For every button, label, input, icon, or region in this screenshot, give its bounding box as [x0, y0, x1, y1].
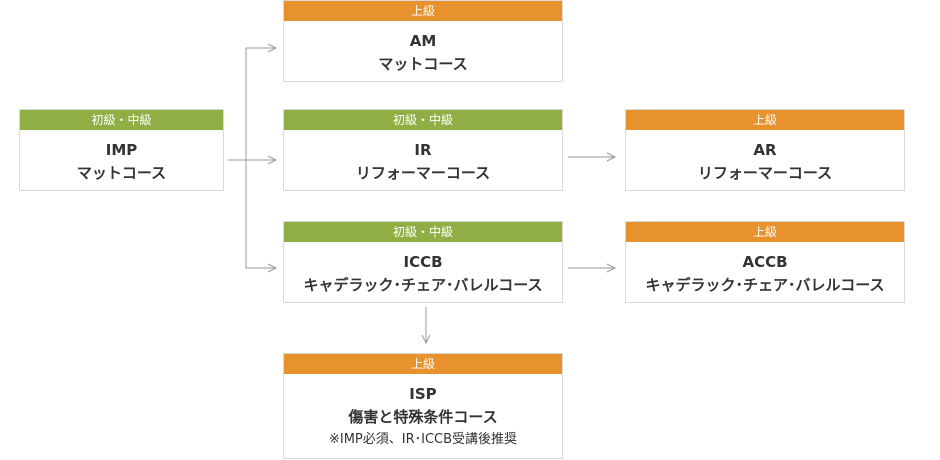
course-card-iccb: 初級・中級 ICCB キャデラック･チェア･バレルコース	[283, 221, 563, 303]
course-note: ※IMP必須、IR･ICCB受講後推奨	[328, 432, 518, 447]
course-card-ar: 上級 AR リフォーマーコース	[625, 109, 905, 191]
arrowhead-ir	[267, 155, 278, 165]
course-code: ICCB	[403, 253, 443, 271]
level-badge: 上級	[284, 1, 562, 21]
course-name: マットコース	[76, 164, 167, 182]
level-badge: 上級	[626, 110, 904, 130]
course-code: AR	[753, 141, 777, 159]
course-name: キャデラック･チェア･バレルコース	[303, 276, 543, 294]
course-name: リフォーマーコース	[355, 164, 491, 182]
level-badge: 初級・中級	[284, 110, 562, 130]
arrowhead-accb	[606, 263, 617, 273]
course-name: 傷害と特殊条件コース	[348, 408, 498, 426]
level-badge: 初級・中級	[20, 110, 223, 130]
course-code: AM	[409, 32, 437, 50]
level-badge: 初級・中級	[284, 222, 562, 242]
arrowhead-iccb	[267, 263, 278, 273]
course-code: IR	[414, 141, 432, 159]
course-card-am: 上級 AM マットコース	[283, 0, 563, 82]
course-card-isp: 上級 ISP 傷害と特殊条件コース ※IMP必須、IR･ICCB受講後推奨	[283, 353, 563, 459]
arrowhead-isp	[421, 334, 431, 345]
course-name: マットコース	[378, 55, 468, 73]
course-card-imp: 初級・中級 IMP マットコース	[19, 109, 224, 191]
course-name: リフォーマーコース	[697, 164, 833, 182]
level-badge: 上級	[284, 354, 562, 374]
arrowhead-am	[267, 43, 278, 53]
arrowhead-ar	[606, 152, 617, 162]
course-code: ISP	[409, 385, 437, 403]
course-card-ir: 初級・中級 IR リフォーマーコース	[283, 109, 563, 191]
course-code: ACCB	[742, 253, 788, 271]
course-name: キャデラック･チェア･バレルコース	[645, 276, 885, 294]
course-card-accb: 上級 ACCB キャデラック･チェア･バレルコース	[625, 221, 905, 303]
course-code: IMP	[105, 141, 138, 159]
level-badge: 上級	[626, 222, 904, 242]
